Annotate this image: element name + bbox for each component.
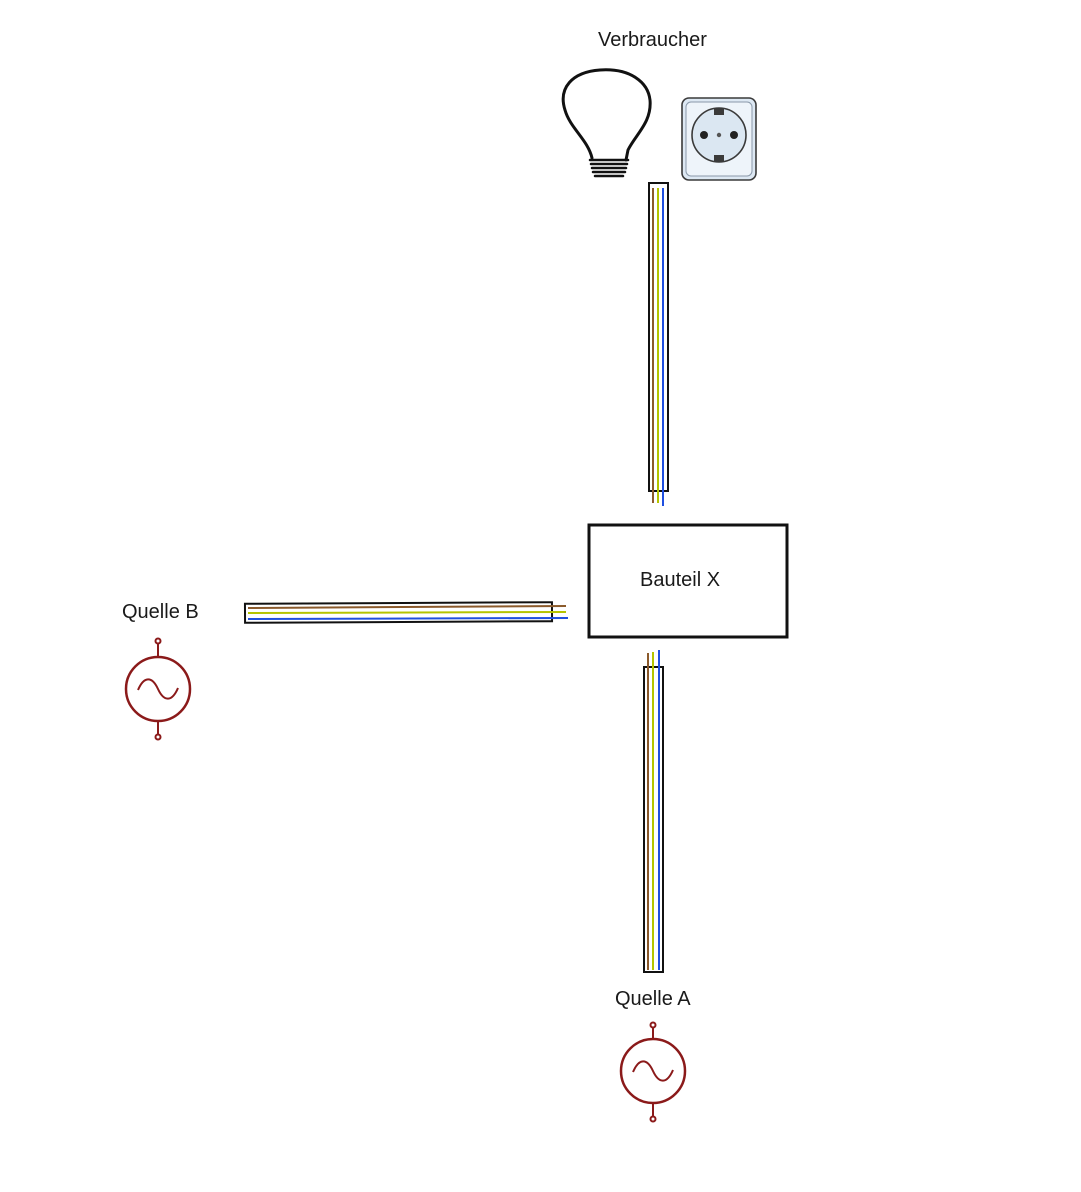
cable-source-a [643,650,664,973]
component-label: Bauteil X [640,569,721,591]
light-bulb-icon [561,68,652,178]
power-socket-icon [681,97,757,181]
ac-source-icon [124,637,192,741]
source-a-label: Quelle A [615,988,691,1010]
cable-source-b [243,601,569,624]
ac-source-icon [619,1021,687,1123]
consumer-label: Verbraucher [598,29,707,51]
wire-brown [247,605,567,609]
wire-green-yellow [247,611,567,614]
source-b-label: Quelle B [122,601,199,623]
component-x-box [587,523,789,639]
cable-consumer [648,182,669,506]
wire-blue [247,617,569,620]
